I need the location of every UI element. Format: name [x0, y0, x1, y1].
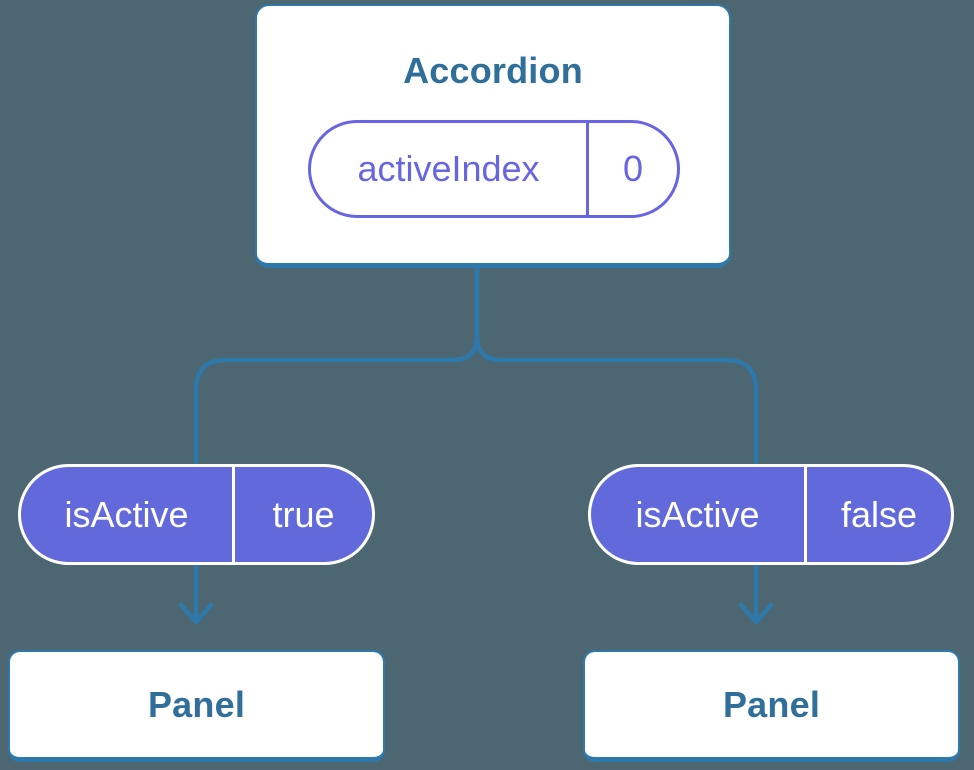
state-pill: activeIndex 0 — [308, 120, 680, 218]
left-branch-line — [193, 261, 480, 621]
right-arrow-down-icon — [738, 602, 774, 625]
left-arrow-down-icon — [178, 602, 214, 625]
prop-pill-name: isActive — [64, 493, 189, 535]
accordion-component-card: Accordion activeIndex 0 — [255, 4, 731, 268]
prop-pill-value: false — [840, 493, 918, 535]
pill-divider — [586, 123, 589, 215]
pill-divider — [804, 467, 807, 562]
component-title: Panel — [147, 683, 246, 725]
pill-divider — [232, 467, 235, 562]
panel-component-card-right: Panel — [583, 650, 960, 762]
prop-pill-name: isActive — [635, 493, 760, 535]
prop-pill-value: true — [272, 493, 335, 535]
panel-component-card-left: Panel — [8, 650, 385, 762]
component-title: Accordion — [403, 50, 583, 91]
prop-pill-right: isActive false — [588, 464, 954, 565]
prop-pill-left: isActive true — [18, 464, 375, 565]
right-branch-line — [474, 261, 759, 621]
state-pill-name: activeIndex — [357, 148, 540, 189]
state-pill-value: 0 — [622, 148, 644, 189]
component-title: Panel — [722, 683, 821, 725]
